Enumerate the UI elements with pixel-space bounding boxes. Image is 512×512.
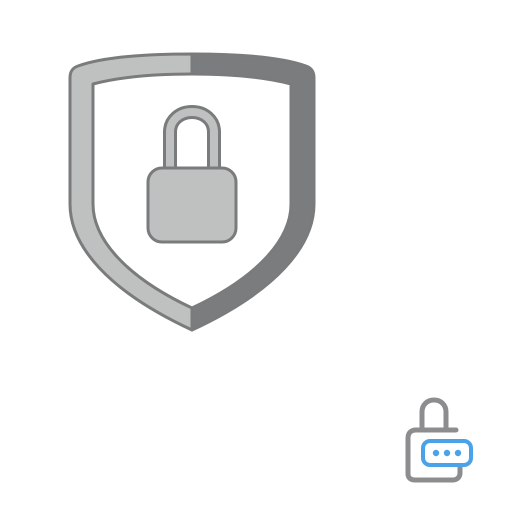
shield-lock-icon (68, 52, 316, 332)
password-dot (432, 449, 440, 457)
small-lock-shackle (419, 397, 449, 433)
padlock-body (146, 166, 238, 244)
password-lock-icon (405, 397, 473, 483)
password-dot (454, 449, 462, 457)
password-dot (443, 449, 451, 457)
small-lock-body (405, 427, 463, 483)
padlock-shackle-inner (166, 107, 218, 176)
